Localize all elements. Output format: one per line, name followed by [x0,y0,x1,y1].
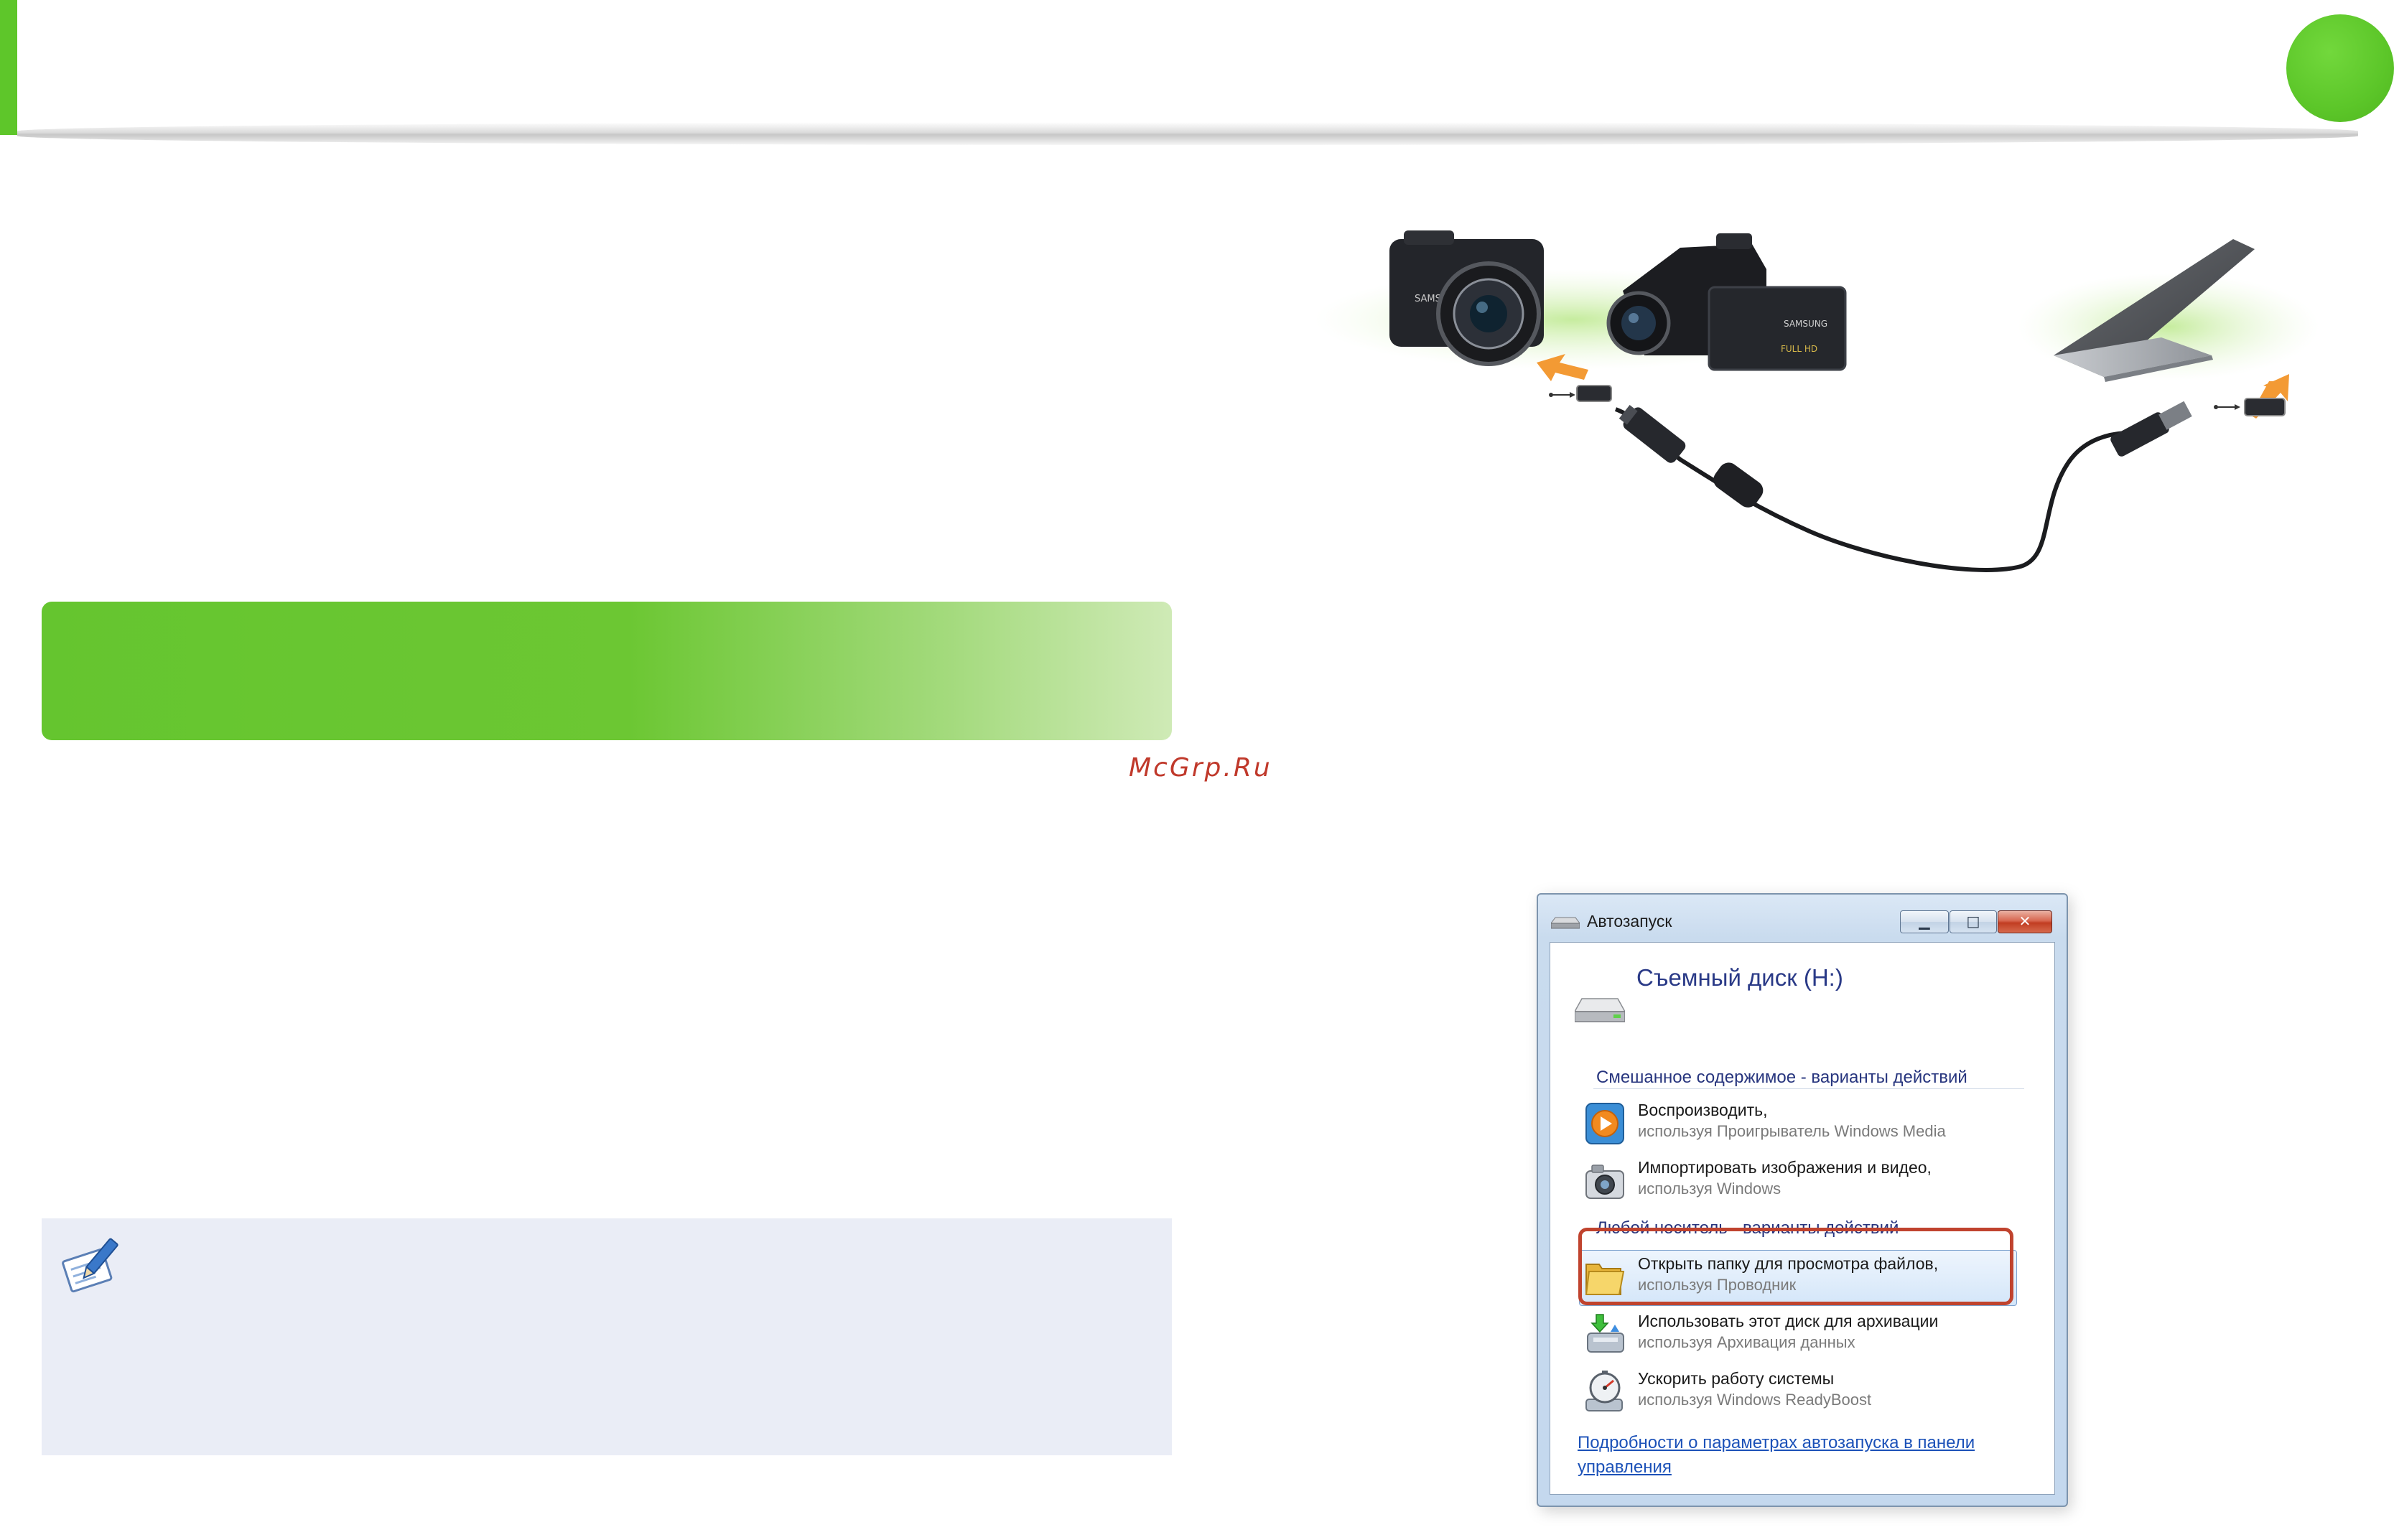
section-divider [1593,1088,2024,1089]
selection-highlight [1579,1250,2017,1306]
control-panel-link[interactable]: Подробности о параметрах автозапуска в п… [1578,1433,1975,1477]
section-header-mixed: Смешанное содержимое - варианты действий [1596,1068,1967,1087]
option-label: Открыть папку для просмотра файлов, [1638,1254,1939,1273]
drive-icon [1551,917,1580,929]
option-sublabel: используя Архивация данных [1638,1333,1855,1351]
option-open-folder[interactable]: Открыть папку для просмотра файлов, испо… [1582,1250,2013,1303]
option-backup[interactable]: Использовать этот диск для архивации исп… [1582,1307,2013,1361]
media-player-icon [1585,1103,1624,1144]
usb-port [2244,398,2286,416]
backup-icon [1587,1314,1624,1353]
option-label: Ускорить работу системы [1638,1369,1835,1388]
page-accent-bar [0,0,17,135]
note-pencil-icon [62,1238,118,1293]
minimize-button[interactable]: ▁ [1900,910,1949,933]
usb-symbol-icon [1549,392,2240,410]
option-sublabel: используя Проигрыватель Windows Media [1638,1122,1946,1140]
device-connection-illustration: SAMSUNG SAMSUNG FULL HD [1314,230,2319,572]
option-label: Импортировать изображения и видео, [1638,1158,1932,1177]
digital-camera-icon: SAMSUNG [1389,230,1544,366]
note-panel [42,1218,1172,1455]
folder-icon [1585,1264,1625,1295]
watermark: McGrp.Ru [1129,753,1272,783]
minimize-icon: ▁ [1919,913,1930,930]
dialog-content: Съемный диск (H:) Смешанное содержимое -… [1550,942,2055,1495]
camera-import-icon [1585,1165,1624,1199]
mini-usb-port [1576,385,1612,402]
option-import[interactable]: Импортировать изображения и видео, испол… [1582,1154,2013,1207]
usb-cable-icon [1614,401,2192,572]
camcorder-badge: FULL HD [1781,344,1817,354]
maximize-button[interactable]: □ [1950,910,1997,933]
option-sublabel: используя Проводник [1638,1276,1797,1294]
option-sublabel: используя Windows ReadyBoost [1638,1391,1872,1409]
removable-disk-icon [1575,998,1625,1022]
maximize-icon: □ [1966,913,1980,930]
option-label: Использовать этот диск для архивации [1638,1312,1939,1330]
option-sublabel: используя Windows [1638,1180,1781,1198]
laptop-icon [2054,239,2255,382]
autoplay-window: Автозапуск ▁ □ ✕ Съемный диск (H:) Смеша… [1537,893,2068,1507]
header-divider [17,122,2358,145]
option-play[interactable]: Воспроизводить, используя Проигрыватель … [1582,1096,2013,1149]
section-banner [42,602,1172,740]
camcorder-icon: SAMSUNG FULL HD [1606,233,1847,371]
title-bar[interactable]: Автозапуск ▁ □ ✕ [1538,895,2067,938]
option-readyboost[interactable]: Ускорить работу системы используя Window… [1582,1365,2013,1418]
close-button[interactable]: ✕ [1998,910,2052,933]
option-label: Воспроизводить, [1638,1101,1768,1119]
device-title: Съемный диск (H:) [1636,964,1843,991]
close-icon: ✕ [2018,913,2031,930]
readyboost-icon [1585,1371,1623,1411]
window-title: Автозапуск [1587,912,1672,930]
callout-highlight [1578,1228,2013,1305]
page-badge [2286,14,2394,122]
camcorder-brand-label: SAMSUNG [1784,319,1827,329]
